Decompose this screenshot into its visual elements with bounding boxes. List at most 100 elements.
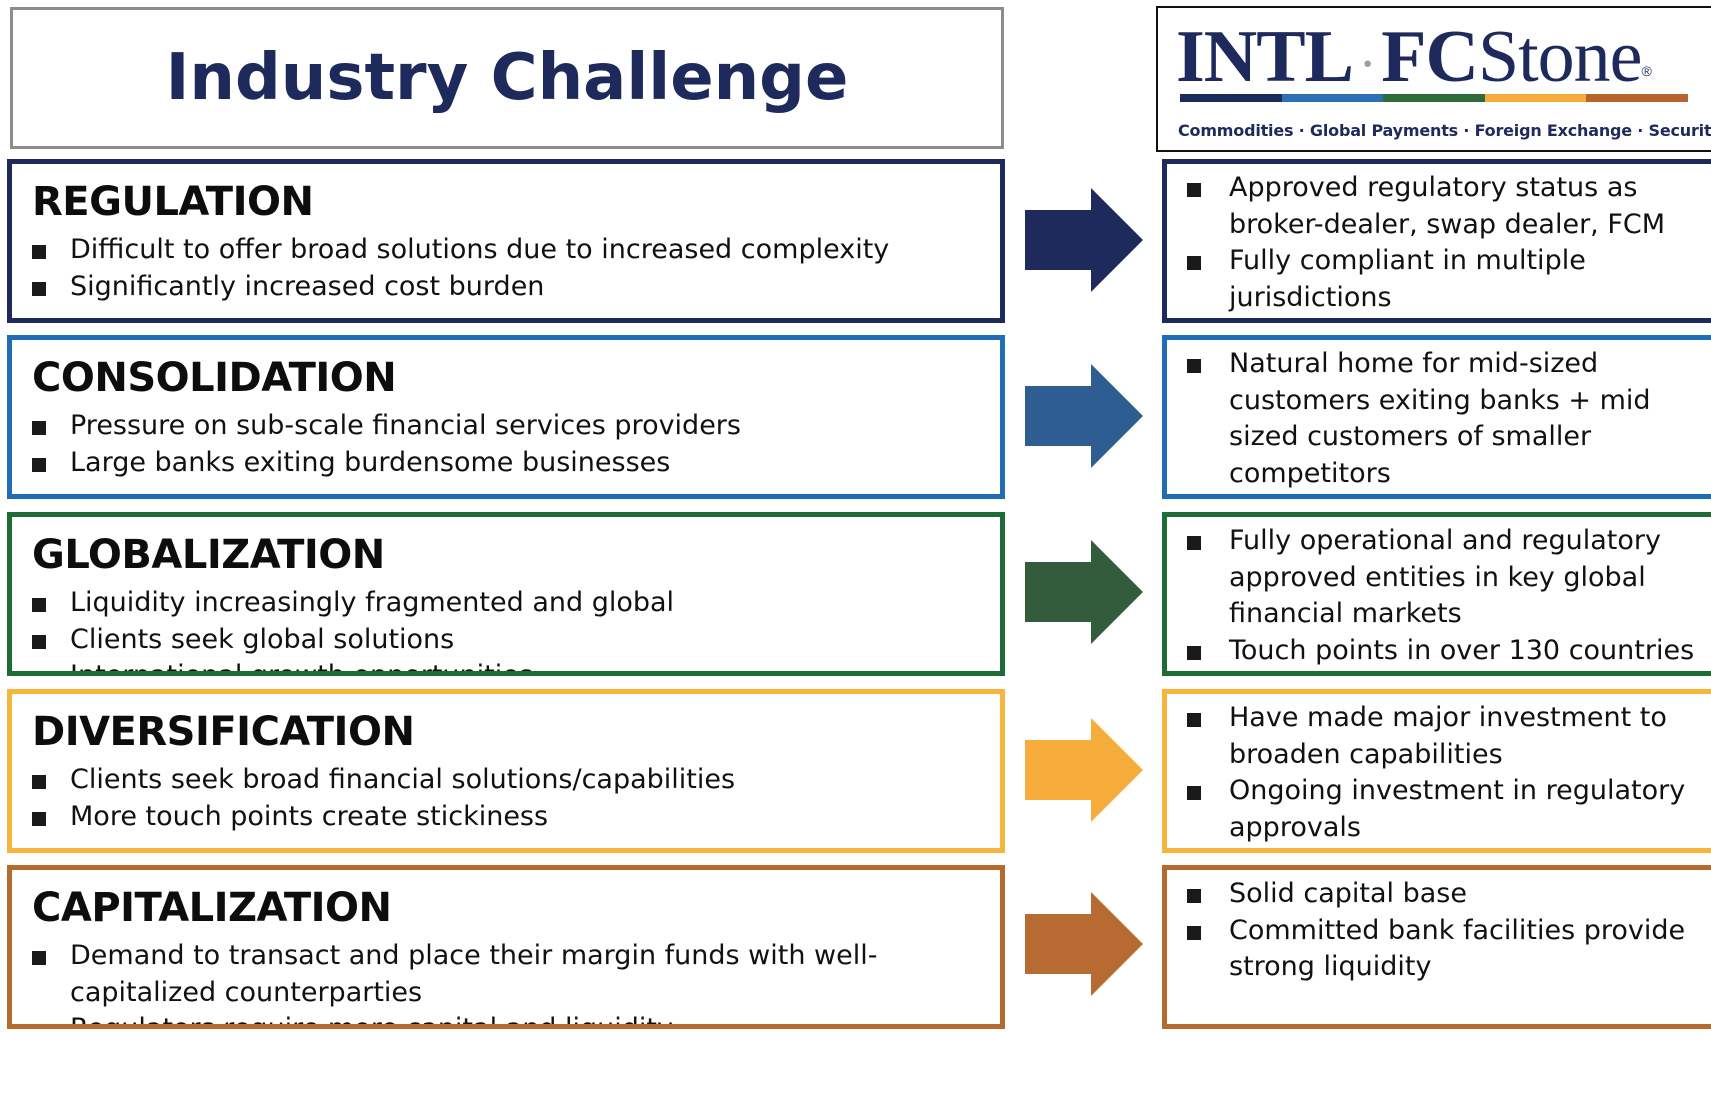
logo-wordmark: INTL·FCStone®	[1176, 12, 1652, 109]
page-title: Industry Challenge	[165, 41, 849, 115]
company-logo: INTL·FCStone® Commodities · Global Payme…	[1156, 6, 1711, 152]
logo-stripe-segment	[1383, 94, 1485, 102]
logo-stripe-segment	[1586, 94, 1688, 102]
response-item: Track record of opportunistic M&A	[1187, 492, 1711, 499]
response-list: Fully operational and regulatory approve…	[1187, 523, 1711, 669]
right-arrow-icon	[1025, 718, 1143, 822]
logo-tagline: Commodities · Global Payments · Foreign …	[1178, 121, 1711, 140]
challenge-list: Demand to transact and place their margi…	[32, 938, 1000, 1029]
square-bullet-icon	[1187, 183, 1201, 197]
response-item: Touch points in over 130 countries	[1187, 633, 1711, 670]
response-item-text: Ongoing investment in regulatory approva…	[1229, 775, 1686, 843]
response-box-diversification: Have made major investment to broaden ca…	[1162, 689, 1711, 853]
challenge-item: Clients seek global solutions	[32, 622, 1000, 659]
logo-name-left: INTL	[1176, 16, 1354, 98]
challenge-item-text: Clients seek global solutions	[70, 623, 455, 655]
square-bullet-icon	[1187, 256, 1201, 270]
challenge-item-text: More touch points create stickiness	[70, 800, 549, 832]
square-bullet-icon	[1187, 645, 1201, 660]
logo-color-stripe	[1180, 94, 1688, 102]
right-arrow-icon	[1025, 188, 1143, 292]
challenge-box-consolidation: CONSOLIDATION Pressure on sub-scale finan…	[7, 335, 1005, 499]
challenge-item: Large banks exiting burdensome businesse…	[32, 445, 1000, 482]
challenge-item-text: Regulators require more capital and liqu…	[70, 1013, 673, 1029]
challenge-item: Clients seek broad financial solutions/c…	[32, 762, 1000, 799]
challenge-heading: REGULATION	[32, 179, 314, 225]
challenge-item-text: Significantly increased cost burden	[70, 270, 545, 302]
response-item: Natural home for mid-sized customers exi…	[1187, 346, 1711, 492]
right-arrow-icon	[1025, 540, 1143, 644]
square-bullet-icon	[1187, 925, 1201, 940]
arrow-shape	[1025, 718, 1143, 822]
response-item: Fully compliant in multiple jurisdiction…	[1187, 243, 1711, 316]
response-item-text: Fully compliant in multiple jurisdiction…	[1229, 245, 1586, 313]
logo-stripe-segment	[1281, 94, 1384, 102]
square-bullet-icon	[32, 671, 46, 676]
arrow-shape	[1025, 540, 1143, 644]
challenge-item-text: Large banks exiting burdensome businesse…	[70, 446, 671, 478]
logo-separator: ·	[1360, 41, 1374, 87]
square-bullet-icon	[32, 811, 46, 826]
challenge-item: Difficult to offer broad solutions due t…	[32, 232, 1000, 269]
response-item-text: Touch points in over 130 countries	[1229, 634, 1695, 666]
challenge-list: Liquidity increasingly fragmented and gl…	[32, 585, 1000, 676]
response-list: Have made major investment to broaden ca…	[1187, 700, 1711, 846]
right-arrow-icon	[1025, 364, 1143, 468]
square-bullet-icon	[1187, 359, 1201, 373]
response-item: Have made major investment to broaden ca…	[1187, 700, 1711, 773]
response-item-text: Solid capital base	[1229, 878, 1467, 909]
square-bullet-icon	[32, 598, 46, 612]
challenge-item-text: International growth opportunities	[70, 660, 533, 676]
square-bullet-icon	[1187, 536, 1201, 550]
response-list: Approved regulatory status as broker-dea…	[1187, 170, 1711, 316]
arrow-shape	[1025, 364, 1143, 468]
square-bullet-icon	[32, 245, 46, 259]
challenge-list: Clients seek broad financial solutions/c…	[32, 762, 1000, 835]
logo-stripe-segment	[1180, 94, 1282, 102]
response-item-text: Natural home for mid-sized customers exi…	[1229, 348, 1651, 489]
response-box-consolidation: Natural home for mid-sized customers exi…	[1162, 335, 1711, 499]
challenge-heading: CONSOLIDATION	[32, 355, 397, 401]
challenge-list: Difficult to offer broad solutions due t…	[32, 232, 1000, 305]
challenge-item: International growth opportunities	[32, 658, 1000, 676]
challenge-item-text: Difficult to offer broad solutions due t…	[70, 234, 890, 265]
square-bullet-icon	[32, 457, 46, 472]
logo-stripe-segment	[1484, 94, 1587, 102]
response-box-globalization: Fully operational and regulatory approve…	[1162, 512, 1711, 676]
response-item: Fully operational and regulatory approve…	[1187, 523, 1711, 633]
title-box: Industry Challenge	[10, 7, 1004, 149]
challenge-item: Pressure on sub-scale financial services…	[32, 408, 1000, 445]
logo-name-stone: Stone	[1477, 16, 1643, 98]
square-bullet-icon	[32, 1024, 46, 1029]
challenge-list: Pressure on sub-scale financial services…	[32, 408, 1000, 481]
square-bullet-icon	[32, 421, 46, 435]
square-bullet-icon	[32, 951, 46, 965]
arrow-shape	[1025, 892, 1143, 996]
challenge-item: Regulators require more capital and liqu…	[32, 1011, 1000, 1029]
response-item-text: Track record of opportunistic M&A	[1229, 494, 1687, 499]
response-box-regulation: Approved regulatory status as broker-dea…	[1162, 159, 1711, 323]
square-bullet-icon	[1187, 786, 1201, 800]
response-item: Solid capital base	[1187, 876, 1711, 913]
square-bullet-icon	[32, 634, 46, 649]
challenge-item-text: Pressure on sub-scale financial services…	[70, 410, 741, 441]
logo-name-fc: FC	[1381, 16, 1479, 98]
challenge-box-regulation: REGULATION Difficult to offer broad solut…	[7, 159, 1005, 323]
challenge-item-text: Demand to transact and place their margi…	[70, 940, 878, 1008]
square-bullet-icon	[32, 281, 46, 296]
response-list: Natural home for mid-sized customers exi…	[1187, 346, 1711, 499]
response-item-text: Have made major investment to broaden ca…	[1229, 702, 1667, 770]
arrow-shape	[1025, 188, 1143, 292]
response-item: Committed bank facilities provide strong…	[1187, 913, 1711, 986]
right-arrow-icon	[1025, 892, 1143, 996]
challenge-item-text: Clients seek broad financial solutions/c…	[70, 764, 736, 795]
challenge-item: Demand to transact and place their margi…	[32, 938, 1000, 1011]
registered-mark: ®	[1641, 63, 1652, 79]
response-item: Ongoing investment in regulatory approva…	[1187, 773, 1711, 846]
square-bullet-icon	[1187, 713, 1201, 727]
